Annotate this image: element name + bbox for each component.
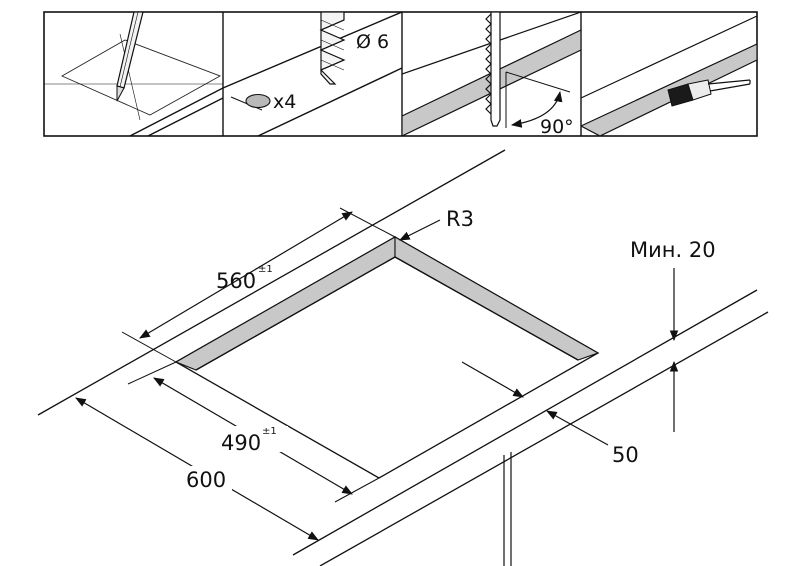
step-seal-panel	[581, 15, 757, 136]
worktop-front-edge	[292, 289, 758, 556]
drill-diameter-label: Ø 6	[356, 31, 389, 53]
step-strip: x4 Ø 6 90°	[43, 11, 758, 138]
angle-arc-icon	[510, 90, 563, 128]
angle-reference-line	[505, 71, 571, 93]
step-saw-panel: 90°	[402, 12, 581, 138]
min-thickness-label: Мин. 20	[630, 238, 716, 262]
front-margin-arrow	[461, 361, 524, 398]
front-margin-leader	[546, 410, 609, 446]
step-drill-panel: x4 Ø 6	[223, 12, 402, 136]
radius-label: R3	[446, 207, 474, 231]
front-margin-label: 50	[612, 443, 639, 467]
saw-angle-label: 90°	[540, 116, 574, 138]
drill-bit-icon	[319, 12, 346, 85]
marked-rectangle	[61, 39, 222, 116]
width-dimension-arrow	[139, 211, 353, 339]
brush-icon	[667, 79, 751, 107]
step-mark-panel	[44, 12, 223, 136]
pencil-icon	[116, 12, 144, 102]
radius-leader	[399, 219, 441, 241]
width-dimension-label: 560	[216, 269, 256, 293]
depth-dimension-label: 490	[221, 431, 261, 455]
worktop-depth-label: 600	[186, 468, 226, 492]
cutout-drawing: 560 ±1 490 ±1 600 R3 50 Мин. 20	[37, 149, 769, 566]
width-tolerance-label: ±1	[258, 264, 273, 275]
saw-blade-icon	[485, 12, 501, 127]
step-strip-frame	[43, 11, 758, 137]
drill-hole-icon	[245, 93, 271, 109]
hole-count-label: x4	[273, 91, 296, 113]
worktop-front-lower-edge	[319, 311, 769, 566]
depth-tolerance-label: ±1	[262, 426, 277, 437]
